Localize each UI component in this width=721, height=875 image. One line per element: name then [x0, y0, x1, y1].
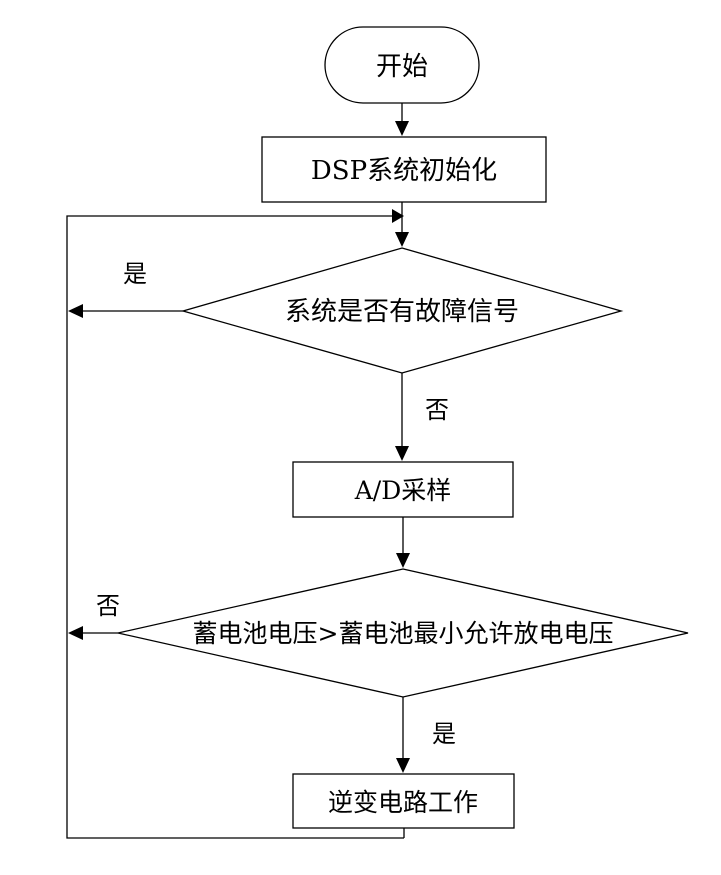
init-label: DSP系统初始化	[311, 156, 497, 186]
arrowhead-sampling	[395, 446, 409, 461]
inverter-label: 逆变电路工作	[328, 788, 478, 817]
arrowhead-init	[395, 121, 409, 136]
loop-back-arrowhead	[392, 209, 404, 223]
arrowhead-fault-check	[395, 232, 409, 247]
start-label: 开始	[376, 52, 428, 82]
sampling-process-box	[292, 461, 514, 518]
init-process-box	[261, 136, 547, 203]
arrowhead-inverter	[396, 758, 410, 773]
arrowhead-fault-yes	[68, 304, 83, 318]
voltage-no-label: 否	[96, 592, 120, 620]
voltage-yes-label: 是	[432, 720, 456, 748]
fault-check-label: 系统是否有故障信号	[285, 297, 519, 327]
arrowhead-voltage-no	[68, 626, 83, 640]
arrowhead-voltage-check	[396, 553, 410, 568]
inverter-process-box	[292, 773, 515, 829]
sampling-label: A/D采样	[354, 476, 452, 505]
fault-yes-label: 是	[123, 260, 147, 288]
fault-no-label: 否	[425, 396, 449, 424]
voltage-check-label: 蓄电池电压>蓄电池最小允许放电电压	[193, 619, 614, 648]
loop-back-line	[66, 215, 404, 839]
